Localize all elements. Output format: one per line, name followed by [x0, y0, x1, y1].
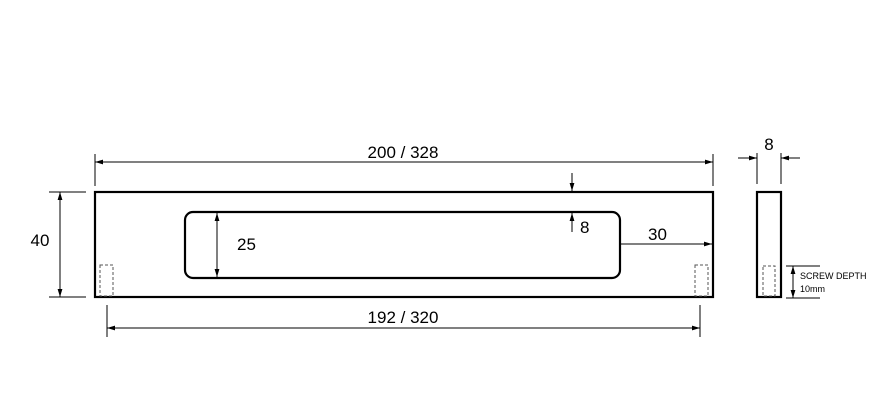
screw-depth-value: 10mm — [800, 284, 825, 294]
screw-hole-left — [99, 264, 114, 297]
screw-depth-label: SCREW DEPTH — [800, 271, 867, 281]
hole-centers-dimension: 192 / 320 — [106, 305, 701, 337]
overall-length-dimension: 200 / 328 — [94, 143, 714, 186]
height-label: 40 — [31, 231, 50, 250]
end-margin-dimension: 30 — [621, 225, 712, 247]
side-profile-outline — [755, 190, 783, 299]
cutout-height-label: 25 — [237, 235, 256, 254]
thickness-dimension: 8 — [738, 135, 800, 184]
grip-cutout-outline — [183, 210, 622, 280]
overall-length-label: 200 / 328 — [368, 143, 439, 162]
cutout-offset-label: 8 — [580, 218, 589, 237]
hole-centers-label: 192 / 320 — [368, 308, 439, 327]
screw-depth-dimension: SCREW DEPTH 10mm — [786, 265, 867, 299]
cutout-offset-dimension: 8 — [569, 173, 589, 237]
thickness-label: 8 — [764, 135, 773, 154]
screw-hole-right — [694, 264, 709, 297]
side-view — [755, 190, 783, 299]
end-margin-label: 30 — [648, 225, 667, 244]
height-dimension: 40 — [31, 191, 86, 298]
side-screw-hole — [762, 265, 776, 297]
handle-body-outline — [93, 190, 715, 299]
cutout-height-dimension: 25 — [214, 213, 256, 277]
front-view — [93, 190, 715, 299]
